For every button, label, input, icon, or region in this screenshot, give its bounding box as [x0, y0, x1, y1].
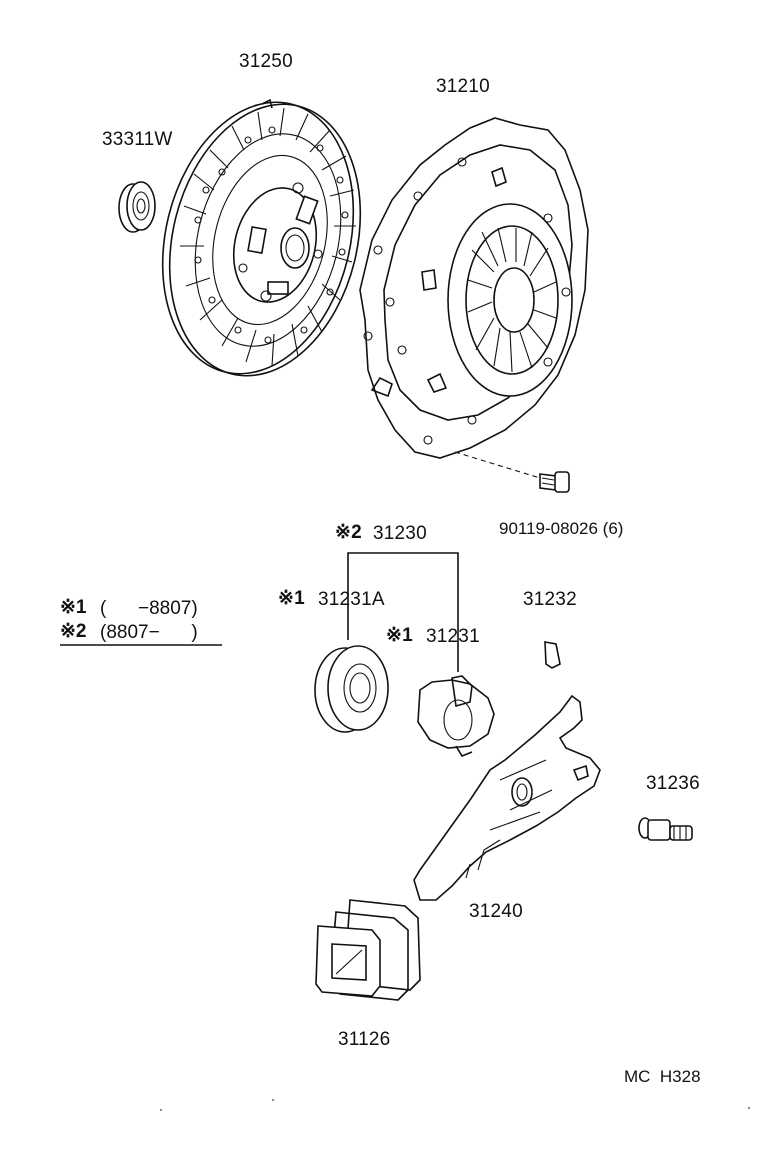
mark-31231a: ※1 — [278, 588, 305, 609]
label-31231: 31231 — [426, 626, 480, 647]
label-31230: 31230 — [373, 523, 427, 544]
release-bearing-31231a — [314, 645, 389, 733]
label-bolt-90119: 90119-08026 (6) — [499, 519, 624, 538]
release-fork-31240 — [413, 694, 601, 901]
mark-31231: ※1 — [386, 625, 413, 646]
clutch-disc-31250 — [161, 98, 362, 377]
label-31232: 31232 — [523, 589, 577, 610]
label-31240: 31240 — [469, 901, 523, 922]
label-31210: 31210 — [436, 76, 490, 97]
diagram-ref-code: MC H328 — [624, 1067, 701, 1086]
clip-31232 — [544, 641, 561, 669]
label-31250: 31250 — [239, 51, 293, 72]
label-31126: 31126 — [338, 1029, 391, 1050]
bearing-33311w — [118, 181, 156, 233]
note-1-mark: ※1 — [60, 597, 87, 618]
bolt-90119 — [454, 451, 570, 493]
note-2-mark: ※2 — [60, 621, 87, 642]
clutch-cover-31210 — [359, 117, 589, 459]
note-1-text: ( −8807) — [100, 598, 198, 619]
label-31231a: 31231A — [318, 589, 385, 610]
pivot-31236 — [638, 817, 693, 841]
release-hub-31231 — [417, 675, 495, 757]
label-31236: 31236 — [646, 773, 700, 794]
mark-31230: ※2 — [335, 522, 362, 543]
boot-31126 — [315, 899, 421, 1001]
note-2-text: (8807− ) — [100, 622, 198, 643]
scan-dots — [160, 1099, 750, 1111]
label-33311w: 33311W — [102, 129, 173, 150]
assembly-bracket-31230 — [347, 552, 459, 672]
